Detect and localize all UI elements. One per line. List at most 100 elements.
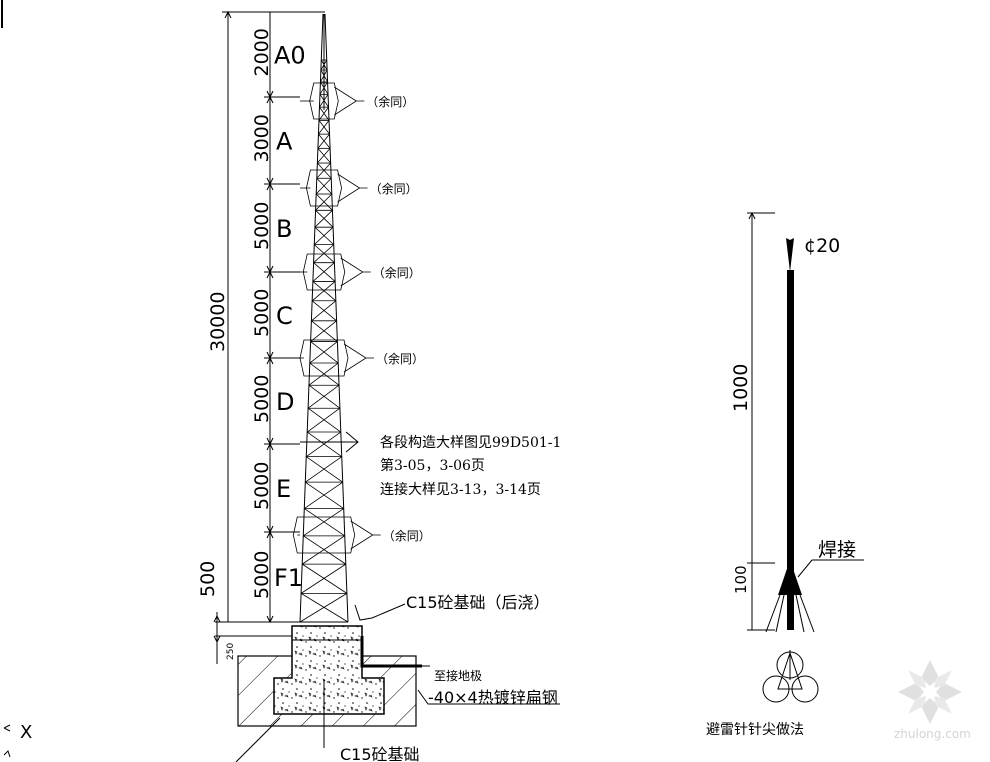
foundation: C15砼基础（后浇） 至接地极 -40×4热镀锌扁钢 C15砼基础 bbox=[235, 593, 560, 762]
tower-diagonal-brace bbox=[312, 262, 335, 282]
callout-same-label: （余同） bbox=[376, 351, 424, 366]
detail-note-line-1: 各段构造大样图见99D501-1 bbox=[380, 435, 561, 451]
callout-same-label: （余同） bbox=[373, 265, 421, 280]
overall-dimension: 30000 bbox=[207, 10, 325, 637]
tower-diagonal-brace bbox=[306, 407, 341, 433]
rod-caption: 避雷针针尖做法 bbox=[706, 722, 804, 738]
total-height-label: 30000 bbox=[207, 292, 229, 352]
tower-diagonal-brace bbox=[317, 133, 330, 149]
tower-diagonal-brace bbox=[310, 341, 339, 364]
tower-diagonal-brace bbox=[312, 281, 337, 302]
segment-height-label: 5000 bbox=[251, 202, 273, 250]
tower-diagonal-brace bbox=[300, 593, 349, 623]
watermark: zhulong.com bbox=[894, 660, 971, 741]
callout-same-label: （余同） bbox=[370, 181, 418, 196]
small-dim-label: 250 bbox=[226, 643, 236, 660]
segment-label: B bbox=[276, 215, 292, 243]
tower-diagonal-brace bbox=[318, 120, 330, 135]
tower-diagonal-brace bbox=[318, 106, 329, 121]
segment-arrow bbox=[266, 530, 274, 539]
segment-label: C bbox=[276, 302, 293, 330]
callout-leader bbox=[337, 173, 368, 203]
base-dimensions: 500 250 bbox=[197, 561, 236, 664]
tower-diagonal-brace bbox=[307, 384, 340, 409]
segment-arrow bbox=[266, 442, 274, 451]
tower-diagonal-brace bbox=[314, 226, 334, 245]
lightning-rod-detail: 1000 100 ¢20 焊接 避雷针针尖做法 bbox=[706, 211, 864, 738]
weld-label: 焊接 bbox=[818, 539, 856, 561]
joint-outline bbox=[292, 516, 356, 554]
tower-diagonal-brace bbox=[319, 94, 329, 108]
detail-note-line-3: 连接大样见3-13，3-14页 bbox=[380, 481, 541, 498]
tower-right-leg bbox=[324, 13, 349, 623]
foundation-bottom-label: C15砼基础 bbox=[340, 745, 420, 762]
tower-diagonal-brace bbox=[309, 362, 340, 386]
tower-diagonal-brace bbox=[319, 81, 328, 95]
rod-shaft bbox=[787, 270, 794, 630]
segment-height-label: 5000 bbox=[251, 375, 273, 423]
tower-diagonal-brace bbox=[300, 563, 347, 594]
rod-base-label: 100 bbox=[732, 565, 750, 594]
tower-diagonal-brace bbox=[308, 362, 339, 386]
segment-height-label: 5000 bbox=[251, 289, 273, 337]
tower-diagonal-brace bbox=[308, 384, 341, 409]
tower-diagonal-brace bbox=[315, 193, 333, 211]
segment-label: D bbox=[276, 388, 294, 416]
tower-diagonal-brace bbox=[306, 456, 343, 483]
tower-diagonal-brace bbox=[314, 226, 334, 245]
tower-diagonal-brace bbox=[306, 431, 342, 457]
tower-diagonal-brace bbox=[320, 59, 328, 71]
tower-diagonal-brace bbox=[313, 262, 336, 282]
segment-height-label: 2000 bbox=[251, 28, 273, 76]
tower-diagonal-brace bbox=[314, 210, 333, 228]
rod-length-label: 1000 bbox=[730, 364, 752, 412]
tower-diagonal-brace bbox=[310, 320, 337, 342]
tower-diagonal-brace bbox=[316, 177, 333, 195]
axis-letter: X bbox=[20, 722, 32, 743]
tower-diagonal-brace bbox=[311, 281, 336, 302]
watermark-logo-icon bbox=[898, 660, 962, 724]
detail-note: 各段构造大样图见99D501-1 第3-05，3-06页 连接大样见3-13，3… bbox=[300, 431, 561, 498]
tower-diagonal-brace bbox=[319, 106, 330, 121]
tower-diagonal-brace bbox=[304, 508, 345, 537]
tower-diagonal-brace bbox=[303, 535, 347, 565]
tower-diagonal-brace bbox=[299, 593, 348, 623]
segment-height-label: 3000 bbox=[251, 114, 273, 162]
tower-diagonal-brace bbox=[307, 407, 342, 433]
tower-diagonal-brace bbox=[304, 481, 343, 509]
tower-diagonal-brace bbox=[315, 193, 333, 211]
rod-diameter-label: ¢20 bbox=[804, 235, 840, 257]
segment-label: E bbox=[276, 475, 291, 503]
segment-arrow bbox=[266, 615, 274, 624]
watermark-text: zhulong.com bbox=[894, 727, 971, 741]
segment-arrow bbox=[266, 95, 274, 104]
foundation-top-label: C15砼基础（后浇） bbox=[406, 593, 550, 612]
tower-diagonal-brace bbox=[306, 431, 342, 457]
tower-left-leg bbox=[299, 13, 324, 623]
tower-diagonal-brace bbox=[315, 210, 334, 228]
joint-outline bbox=[299, 339, 349, 377]
segment-label: F1 bbox=[274, 564, 303, 592]
callout-same-label: （余同） bbox=[366, 94, 414, 109]
tower-diagonal-brace bbox=[320, 69, 328, 83]
axis-marker: X bbox=[3, 722, 32, 758]
tower-diagonal-brace bbox=[319, 94, 329, 108]
ground-lead-label: 至接地极 bbox=[434, 668, 482, 683]
callout-leader bbox=[340, 257, 371, 287]
segment-callouts: （余同） （余同） （余同） （余同） （余同） bbox=[292, 82, 431, 554]
tower-diagonal-brace bbox=[317, 162, 332, 179]
callout-leader bbox=[350, 520, 381, 550]
segment-label: A bbox=[276, 128, 293, 156]
tower-diagonal-brace bbox=[305, 456, 342, 483]
tower-diagonal-brace bbox=[317, 148, 331, 164]
segment-label: A0 bbox=[274, 42, 306, 70]
callout-same-label: （余同） bbox=[383, 528, 431, 543]
tower-diagonal-brace bbox=[318, 120, 330, 135]
tower-diagonal-brace bbox=[315, 177, 332, 195]
lattice-tower bbox=[299, 13, 349, 623]
tower-diagonal-brace bbox=[316, 162, 331, 179]
callout-leader bbox=[343, 343, 375, 373]
tower-diagonal-brace bbox=[311, 320, 338, 342]
